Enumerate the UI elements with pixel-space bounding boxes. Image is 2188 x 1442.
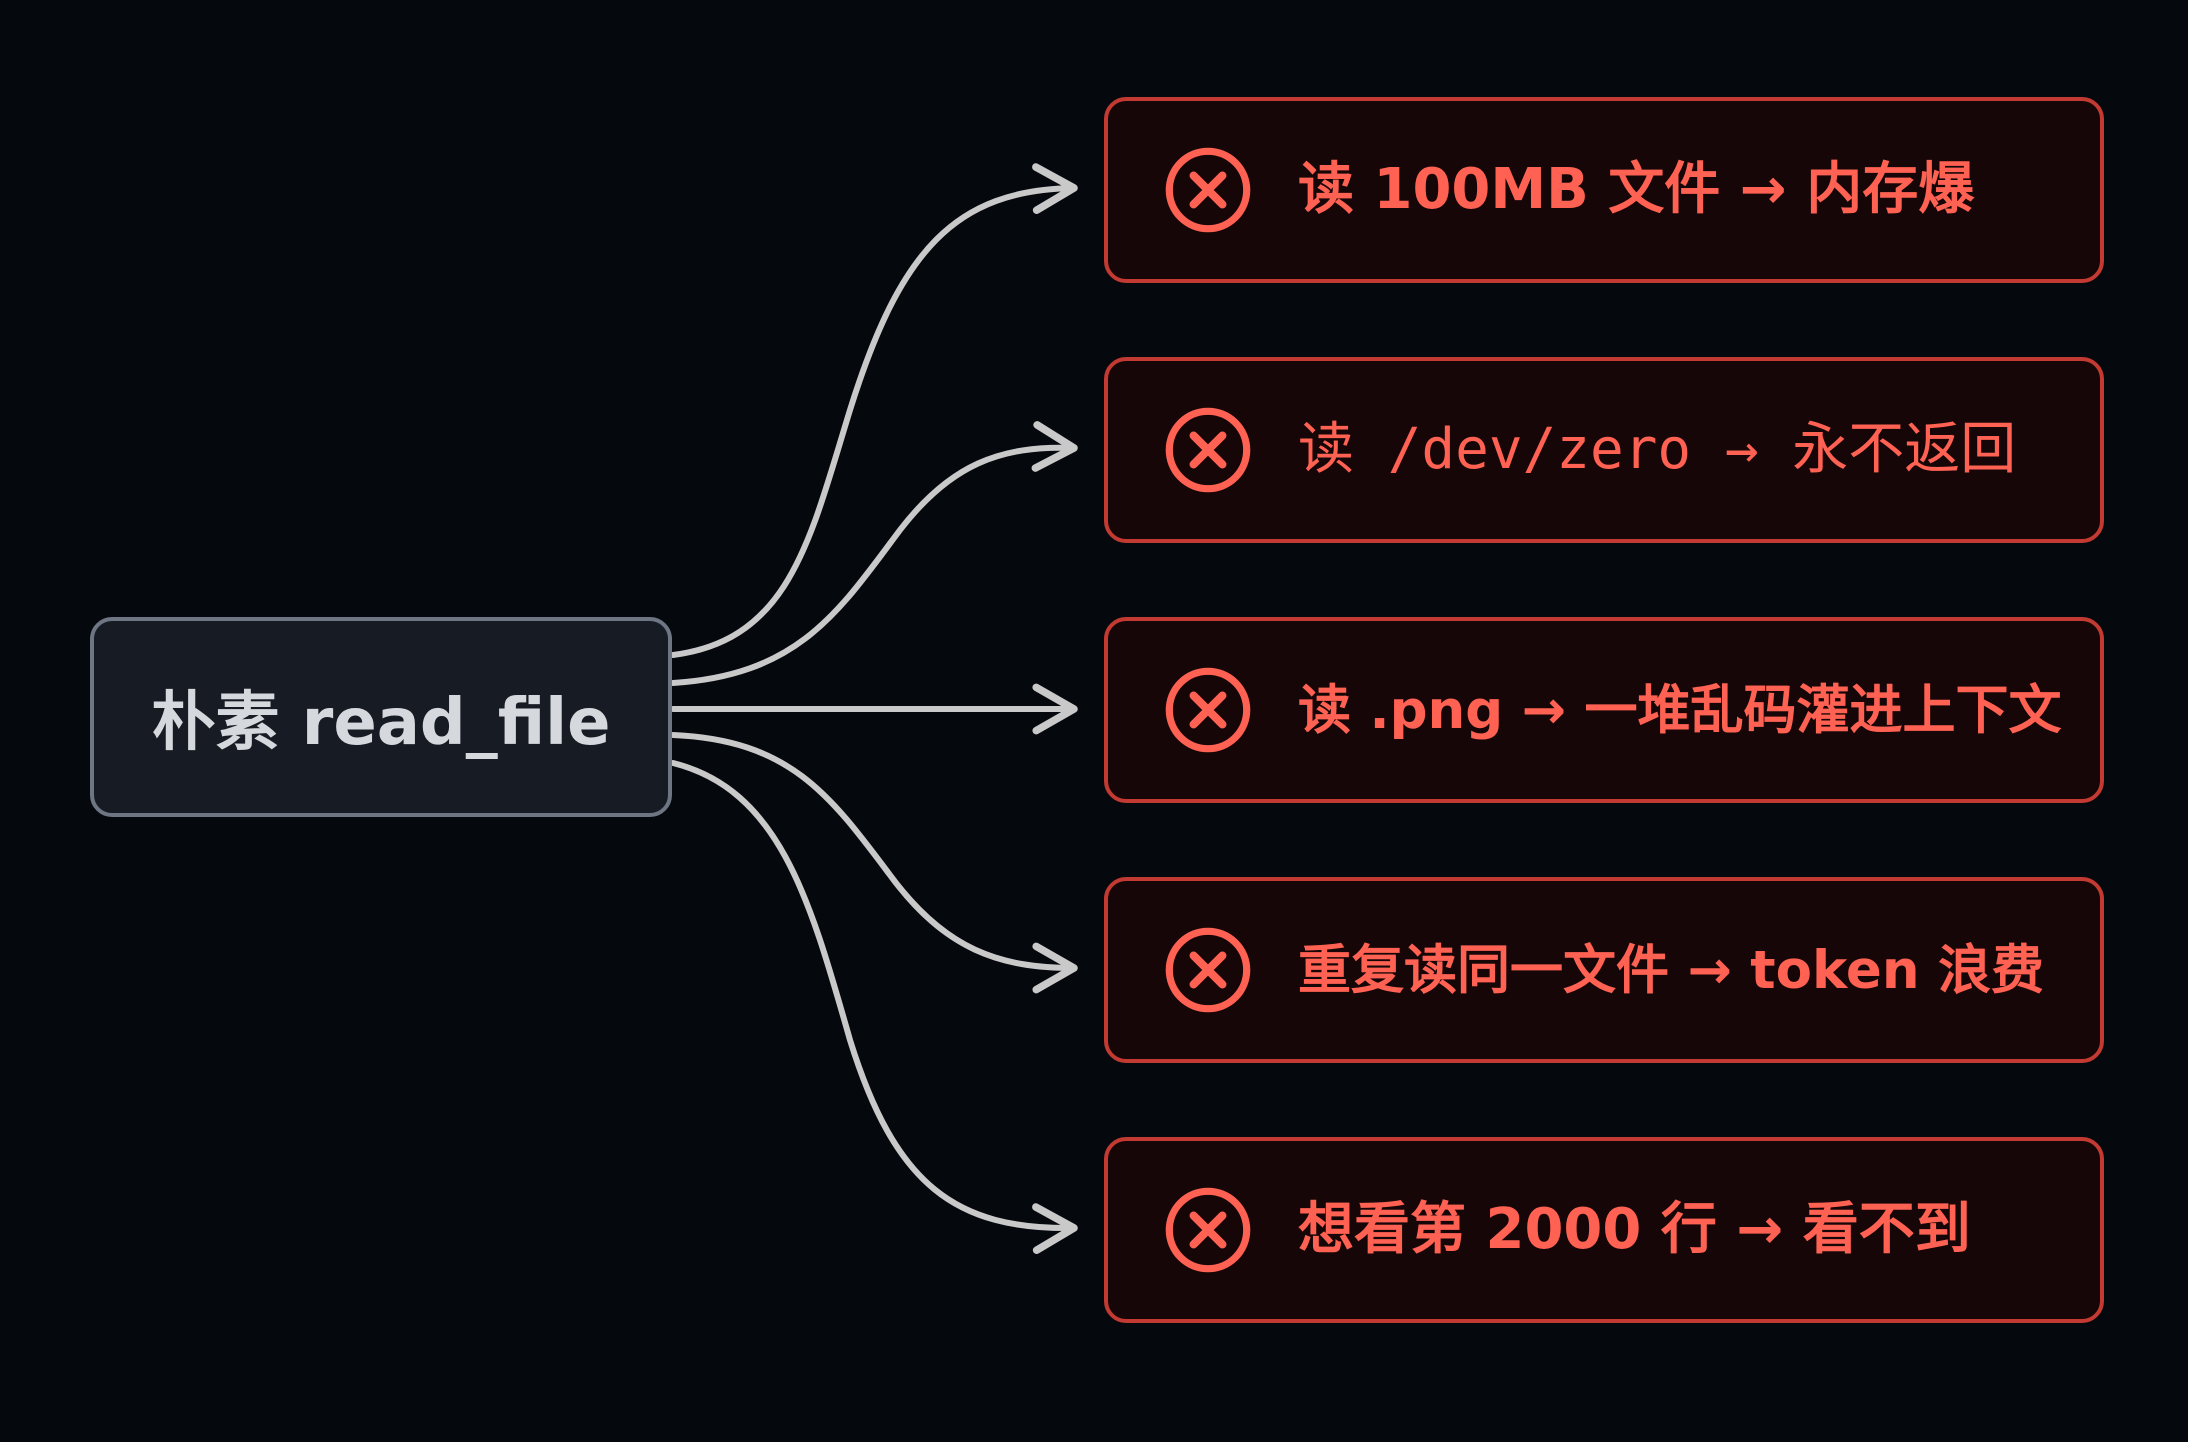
failure-label-png: 读 .png → 一堆乱码灌进上下文 xyxy=(1298,679,2062,741)
source-node-read-file: 朴素 read_file xyxy=(90,617,672,817)
failure-label-memory: 读 100MB 文件 → 内存爆 xyxy=(1298,157,1975,222)
failure-label-line-2000: 想看第 2000 行 → 看不到 xyxy=(1298,1197,1971,1262)
connector-arrow-line-2000 xyxy=(670,760,1078,1254)
failure-card-dev-zero: 读 /dev/zero → 永不返回 xyxy=(1104,357,2104,543)
failure-card-line-2000: 想看第 2000 行 → 看不到 xyxy=(1104,1137,2104,1323)
failure-card-token: 重复读同一文件 → token 浪费 xyxy=(1104,877,2104,1063)
error-circle-x-icon xyxy=(1165,1187,1251,1273)
connector-arrow-token xyxy=(670,732,1078,994)
failure-label-dev-zero: 读 /dev/zero → 永不返回 xyxy=(1298,417,2017,482)
error-circle-x-icon xyxy=(1165,667,1251,753)
failure-card-memory: 读 100MB 文件 → 内存爆 xyxy=(1104,97,2104,283)
connector-arrow-dev-zero xyxy=(670,421,1078,686)
connector-arrow-memory xyxy=(670,163,1078,658)
error-circle-x-icon xyxy=(1165,407,1251,493)
error-circle-x-icon xyxy=(1165,927,1251,1013)
failure-label-token: 重复读同一文件 → token 浪费 xyxy=(1298,939,2045,1001)
error-circle-x-icon xyxy=(1165,147,1251,233)
failure-card-png: 读 .png → 一堆乱码灌进上下文 xyxy=(1104,617,2104,803)
